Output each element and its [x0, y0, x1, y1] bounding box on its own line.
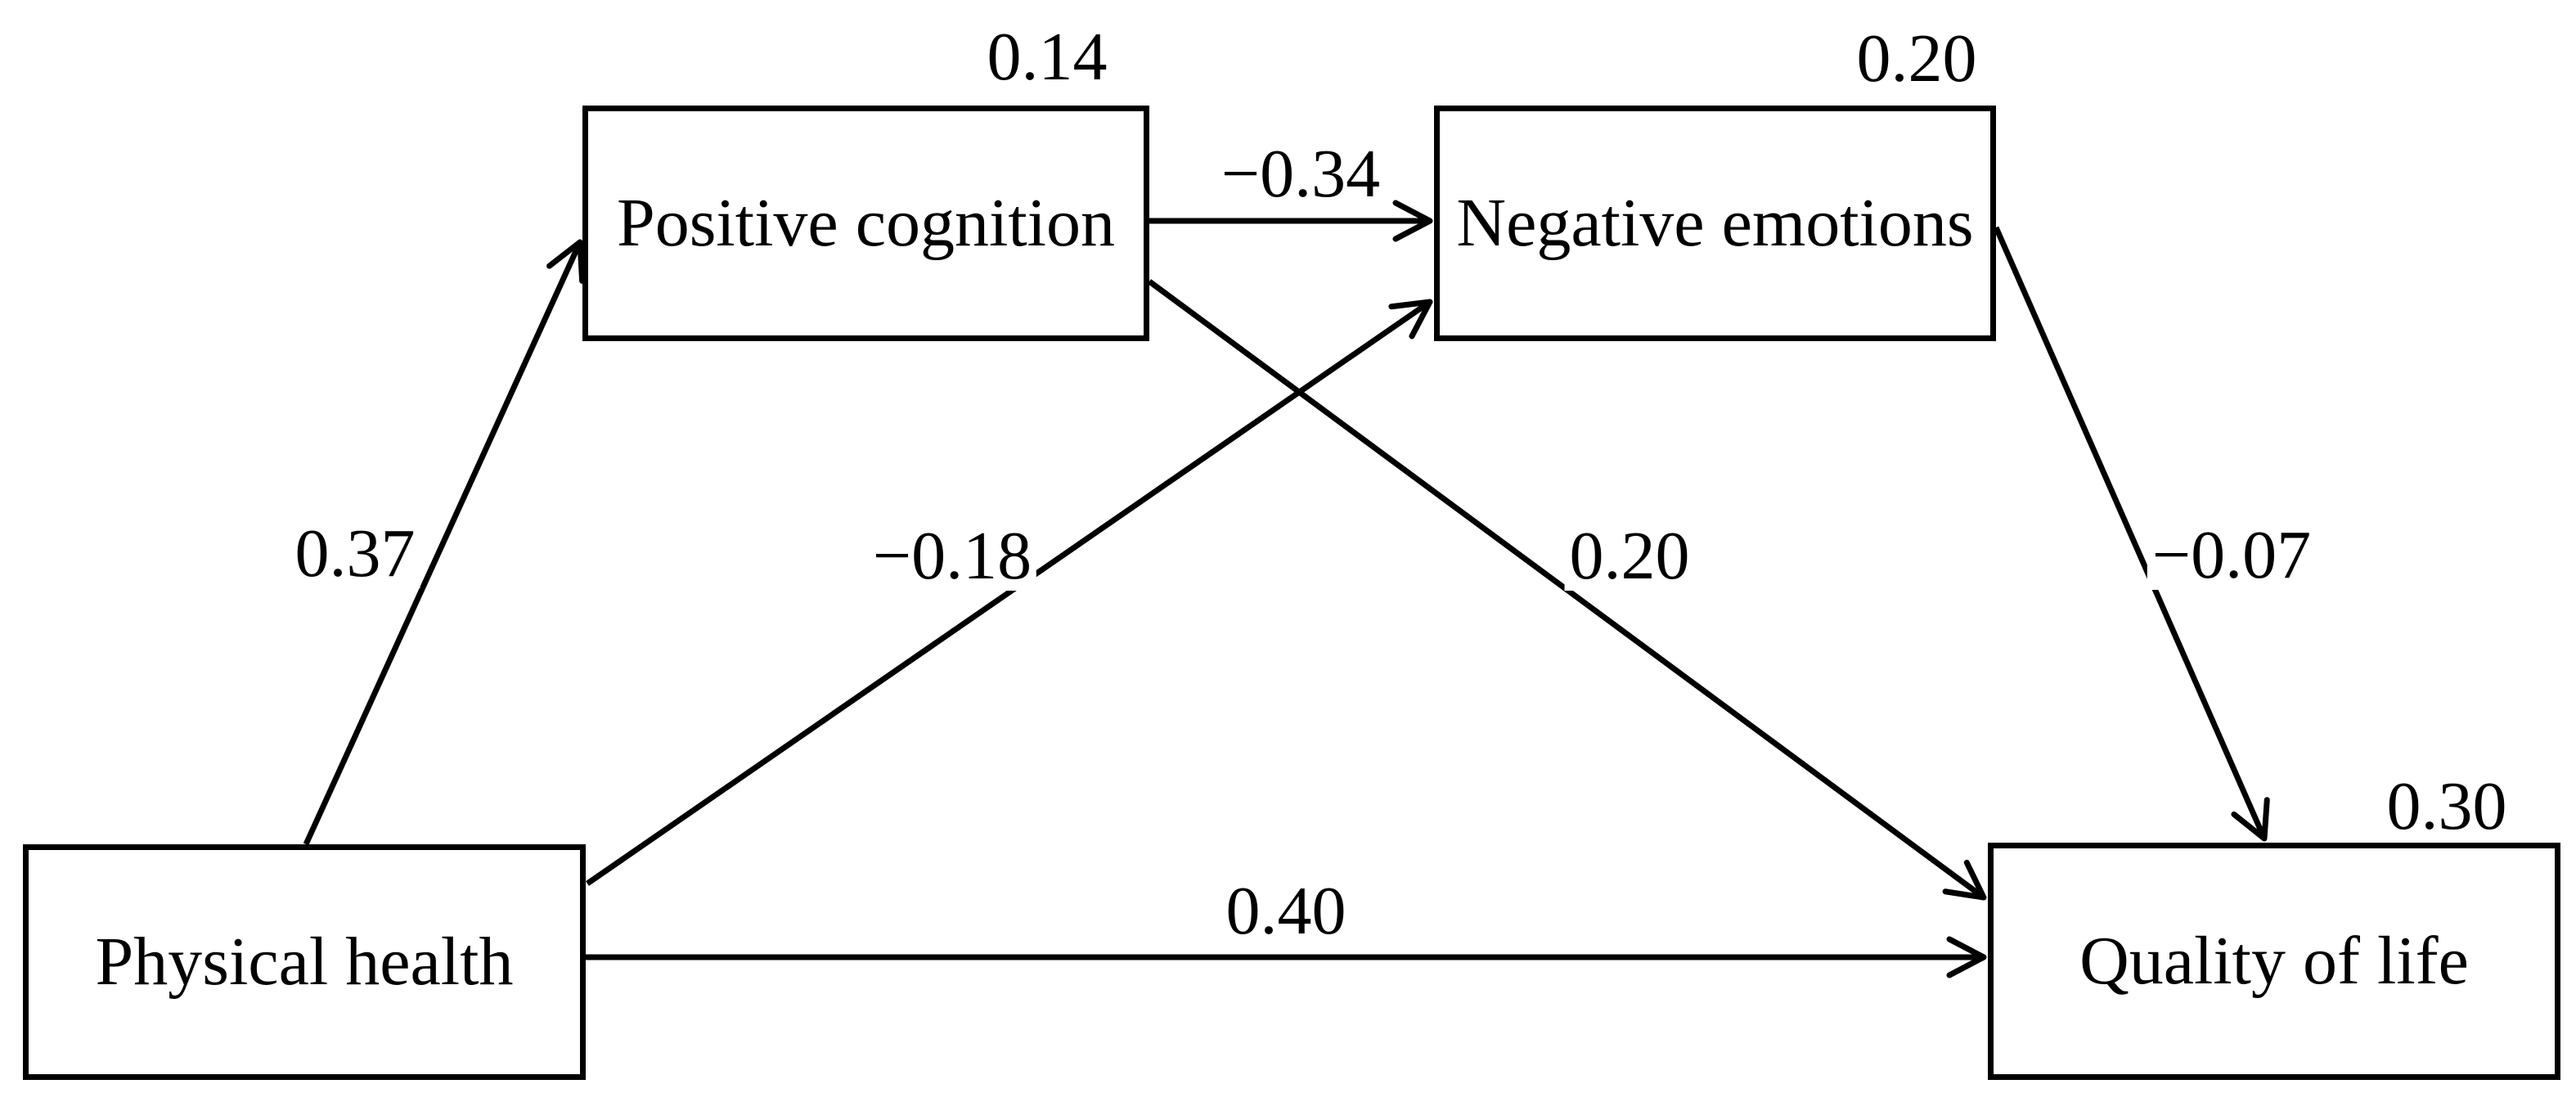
node-positive-cognition: Positive cognition	[582, 106, 1149, 341]
arrow-negative-emotions-to-quality-of-life	[1993, 226, 2270, 842]
coefficient-positive-cognition-to-quality-of-life: 0.20	[1564, 522, 1695, 591]
arrow-physical-health-to-negative-emotions	[586, 299, 1433, 886]
coefficient-physical-health-to-negative-emotions: −0.18	[867, 522, 1037, 591]
node-label-positive-cognition: Positive cognition	[617, 185, 1115, 261]
arrow-physical-health-to-positive-cognition	[303, 239, 586, 846]
node-label-physical-health: Physical health	[95, 924, 514, 1000]
r-squared-quality-of-life: 0.30	[2381, 772, 2512, 841]
node-physical-health: Physical health	[23, 844, 586, 1080]
node-negative-emotions: Negative emotions	[1434, 106, 1996, 341]
coefficient-positive-cognition-to-negative-emotions: −0.34	[1216, 140, 1386, 209]
r-squared-positive-cognition: 0.14	[982, 23, 1113, 92]
coefficient-negative-emotions-to-quality-of-life: −0.07	[2147, 521, 2317, 590]
node-label-negative-emotions: Negative emotions	[1456, 185, 1974, 261]
r-squared-negative-emotions: 0.20	[1851, 25, 1982, 93]
coefficient-physical-health-to-positive-cognition: 0.37	[290, 520, 420, 588]
coefficient-physical-health-to-quality-of-life: 0.40	[1221, 877, 1351, 946]
node-quality-of-life: Quality of life	[1988, 843, 2560, 1080]
node-label-quality-of-life: Quality of life	[2079, 923, 2469, 999]
